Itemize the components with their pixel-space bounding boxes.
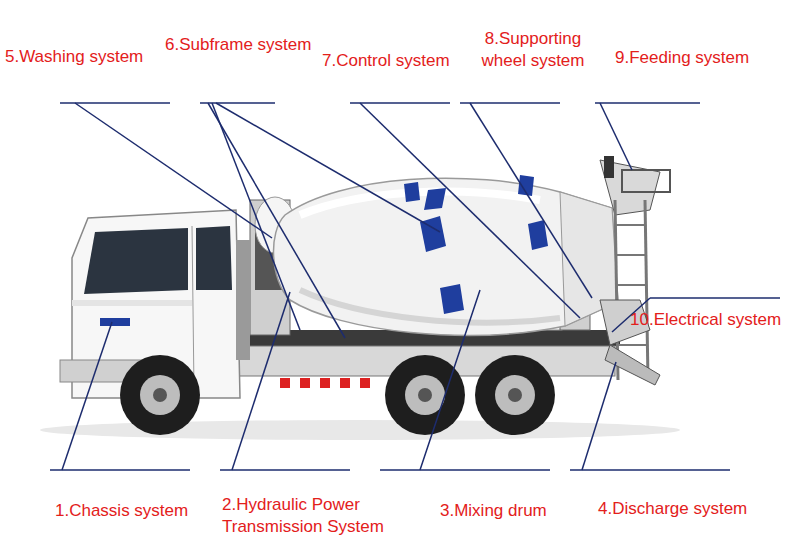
part-label: 9.Feeding system	[615, 47, 785, 69]
leader-lines	[50, 103, 780, 470]
part-label: 3.Mixing drum	[440, 500, 590, 522]
part-label: 1.Chassis system	[55, 500, 225, 522]
part-label: 5.Washing system	[5, 46, 175, 68]
part-label: 8.Supporting wheel system	[468, 28, 598, 72]
part-label: 4.Discharge system	[598, 498, 778, 520]
part-label: 2.Hydraulic Power Transmission System	[222, 494, 407, 538]
part-label: 7.Control system	[322, 50, 482, 72]
part-label: 6.Subframe system	[165, 34, 345, 56]
part-label: 10.Electrical system	[630, 309, 795, 331]
